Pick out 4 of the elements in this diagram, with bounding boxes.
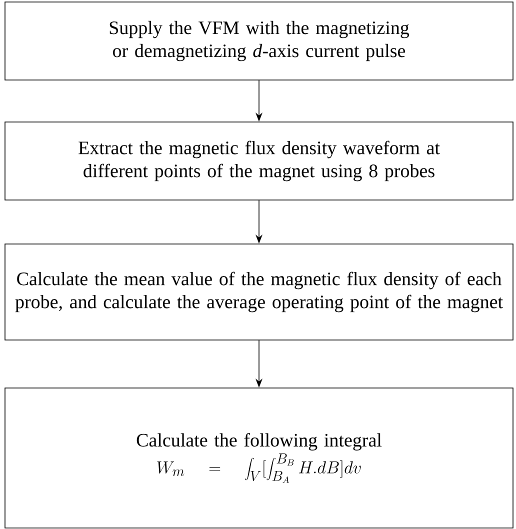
process-box: Extract the magnetic flux density waveform at different points of the magnet using 8 probes (4, 122, 514, 200)
process-box: Supply the VFM with the magnetizing or demagnetizing d-axis current pulse (4, 2, 514, 80)
process-box: Calculate the mean value of the magnetic flux density of each probe, and calculate the average operating point of the magnet (4, 244, 514, 340)
process-box: Calculate the following integral $W_m = \int_V [\int_{B_A}^{B_B} H.dB]dv$ (4, 388, 514, 528)
